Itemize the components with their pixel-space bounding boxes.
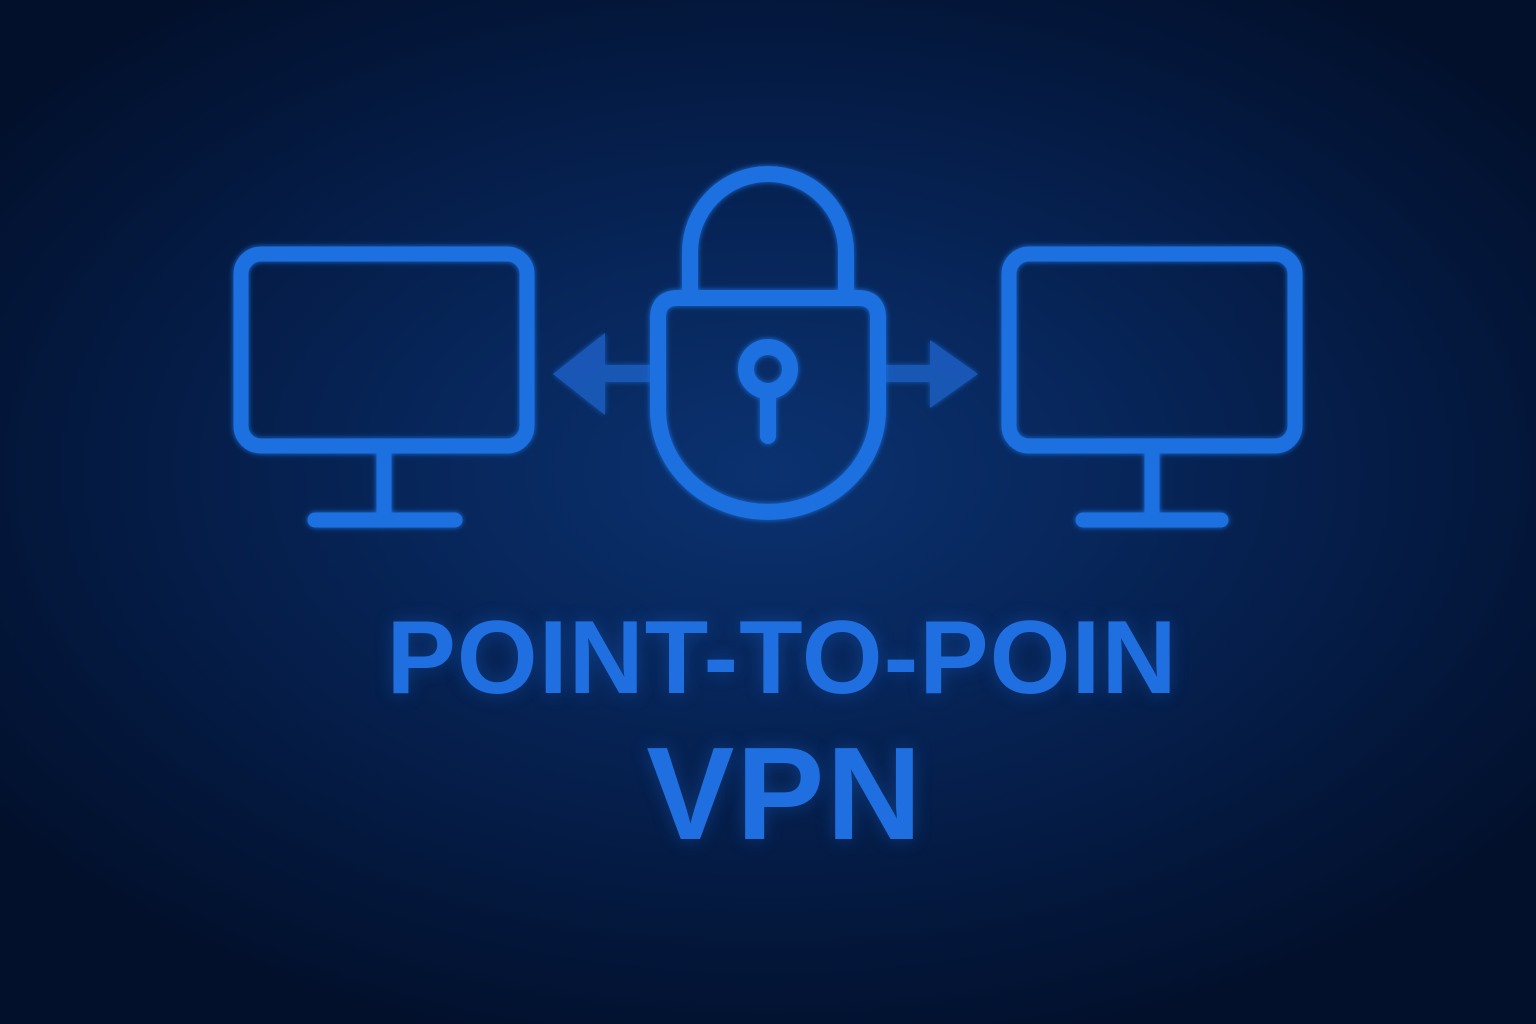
padlock-icon bbox=[650, 166, 886, 520]
right-monitor-screen bbox=[1001, 246, 1303, 454]
arrow-right-icon bbox=[882, 340, 978, 408]
left-monitor-screen bbox=[233, 246, 535, 454]
arrow-left-head bbox=[553, 333, 605, 415]
padlock-body bbox=[650, 290, 886, 520]
padlock-shackle bbox=[682, 166, 854, 300]
left-monitor-icon bbox=[233, 246, 535, 528]
arrow-right-head bbox=[930, 340, 978, 408]
keyhole-icon bbox=[738, 339, 798, 399]
arrow-left-shaft bbox=[600, 365, 654, 382]
title-line-2: VPN bbox=[646, 720, 924, 867]
right-monitor-icon bbox=[1001, 246, 1303, 528]
arrow-left-icon bbox=[553, 333, 654, 415]
arrow-right-shaft bbox=[882, 365, 934, 382]
title-line-1: POINT-TO-POIN bbox=[386, 600, 1178, 716]
